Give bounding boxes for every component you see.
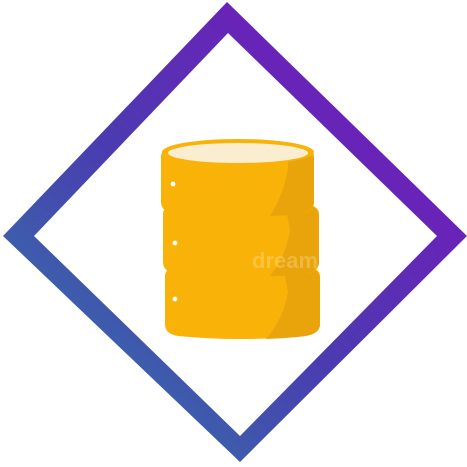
diamond-frame (3, 2, 467, 462)
disk-indicator-dot (172, 240, 178, 246)
watermark-text: dream (252, 248, 318, 273)
database-icon (161, 139, 320, 339)
database-disk-bottom (165, 264, 320, 339)
disk-indicator-dot (172, 296, 178, 302)
database-top-cap-highlight (168, 143, 308, 163)
database-disk-top (161, 139, 314, 217)
disk-indicator-dot (170, 181, 176, 187)
database-disk-middle (163, 201, 319, 277)
